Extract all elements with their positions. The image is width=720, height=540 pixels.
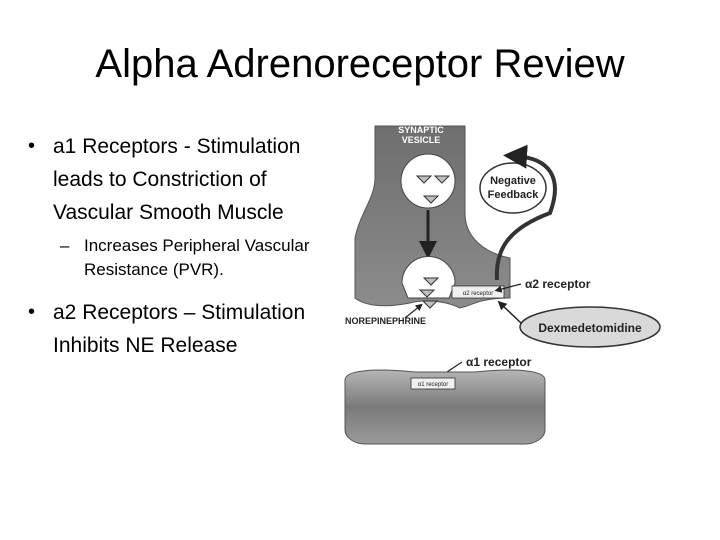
- a2-receptor-label: α2 receptor: [525, 277, 591, 291]
- synaptic-vesicle-fusing: [401, 256, 456, 299]
- synaptic-vesicle-label: VESICLE: [402, 135, 441, 145]
- sub-bullet-text: Increases Peripheral Vascular Resistance…: [84, 236, 310, 279]
- a1-receptor-small-label: α1 receptor: [418, 382, 448, 388]
- synaptic-vesicle-upper: [400, 153, 456, 209]
- ne-molecule: [415, 175, 433, 184]
- negative-feedback-label: Feedback: [488, 189, 540, 201]
- bullet-text: a2 Receptors – Stimulation Inhibits NE R…: [53, 301, 306, 357]
- sub-bullet-pvr: – Increases Peripheral Vascular Resistan…: [28, 234, 328, 282]
- dexmedetomidine-pointer: [497, 300, 522, 324]
- bullet-a1-receptors: • a1 Receptors - Stimulation leads to Co…: [28, 130, 328, 229]
- bullet-dot: •: [28, 135, 36, 157]
- slide-title: Alpha Adrenoreceptor Review: [95, 42, 625, 86]
- bullet-text: a1 Receptors - Stimulation leads to Cons…: [53, 135, 301, 224]
- a2-receptor-box: [451, 285, 505, 299]
- negative-feedback-label: Negative: [490, 175, 536, 187]
- ne-molecule: [418, 289, 436, 298]
- synapse-diagram: SYNAPTIC VESICLE Negative Feedback α2 re…: [344, 125, 661, 445]
- dexmedetomidine-oval: [519, 306, 661, 348]
- bullet-list: • a1 Receptors - Stimulation leads to Co…: [28, 130, 328, 362]
- presynaptic-terminal: [354, 125, 511, 309]
- a1-receptor-label: α1 receptor: [466, 355, 532, 369]
- postsynaptic-membrane: [344, 369, 546, 445]
- ne-molecule: [421, 300, 439, 309]
- norepinephrine-pointer: [404, 303, 423, 319]
- ne-molecule: [433, 175, 451, 184]
- synaptic-vesicle-label: SYNAPTIC: [398, 125, 444, 135]
- dexmedetomidine-label: Dexmedetomidine: [538, 321, 642, 335]
- a2-pointer: [494, 283, 522, 293]
- bullet-a2-receptors: • a2 Receptors – Stimulation Inhibits NE…: [28, 296, 328, 362]
- feedback-arrow: [494, 144, 557, 281]
- norepinephrine-label: NOREPINEPHRINE: [345, 316, 426, 326]
- a1-receptor-box: [410, 377, 456, 390]
- ne-molecule: [422, 195, 440, 204]
- dash-marker: –: [60, 236, 70, 255]
- negative-feedback-oval: [479, 162, 547, 214]
- ne-molecule: [422, 277, 440, 286]
- bullet-dot: •: [28, 301, 36, 323]
- a2-receptor-small-label: α2 receptor: [463, 291, 493, 297]
